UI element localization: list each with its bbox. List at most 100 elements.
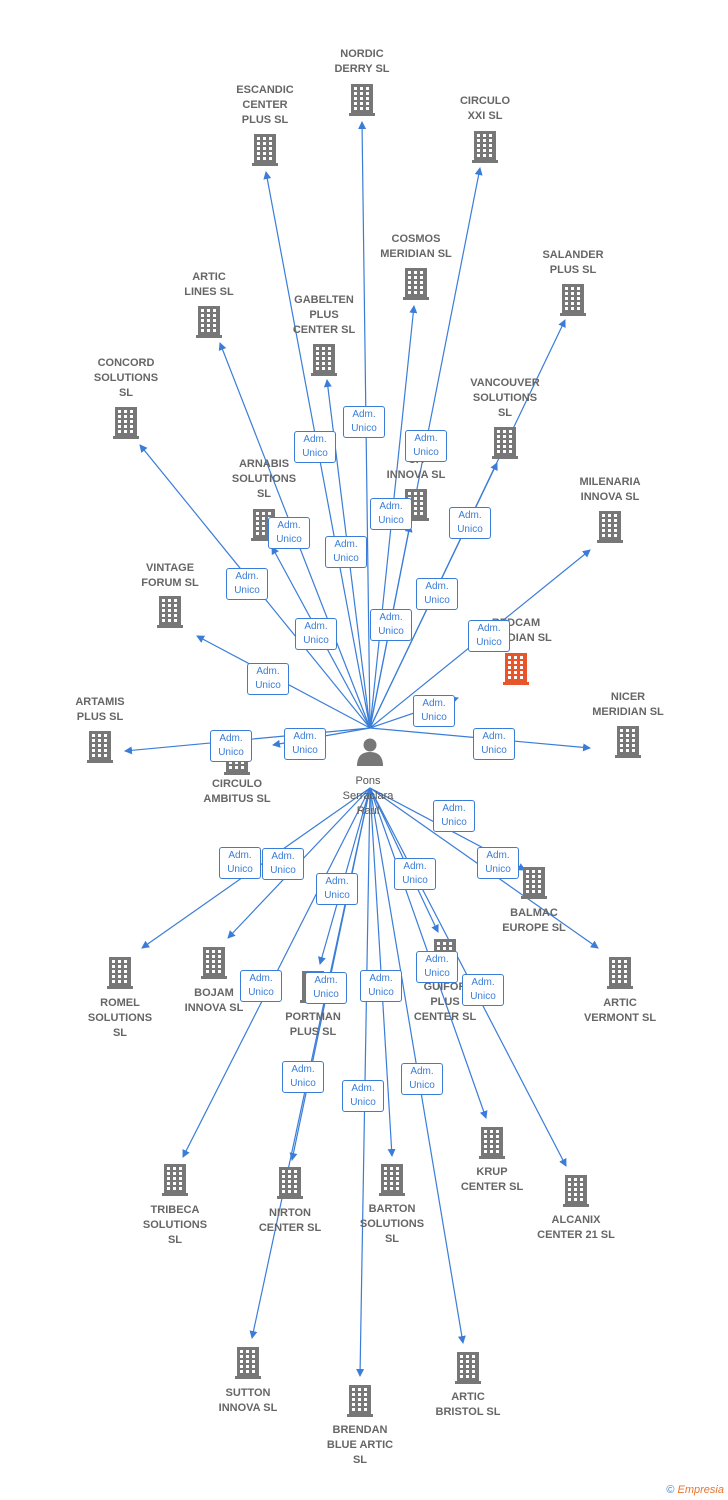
- edge-label-text: Adm.: [219, 733, 243, 744]
- company-label-line: SOLUTIONS: [231, 473, 297, 485]
- company-label-line: ARNABIS: [238, 458, 290, 470]
- building-icon-balmac[interactable]: [521, 867, 547, 899]
- edge-label-circulo-ambitus[interactable]: Adm.Unico: [284, 728, 326, 760]
- edge-label-portman[interactable]: Adm.Unico: [316, 873, 358, 905]
- edge-label-escandic[interactable]: Adm.Unico: [294, 431, 336, 463]
- edge-label-milenaria[interactable]: Adm.Unico: [468, 620, 510, 652]
- edge-label-text: Unico: [324, 890, 350, 901]
- edge-label-text: Unico: [218, 747, 244, 758]
- edge-label-vancouver[interactable]: Adm.Unico: [416, 578, 458, 610]
- building-icon-artic-lines[interactable]: [196, 306, 222, 338]
- edge-label-redcam[interactable]: Adm.Unico: [413, 695, 455, 727]
- edge-label-brendan[interactable]: Adm.Unico: [342, 1080, 384, 1112]
- edge-label-bojam[interactable]: Adm.Unico: [262, 848, 304, 880]
- building-icon-circulo-xxi[interactable]: [472, 131, 498, 163]
- person-icon[interactable]: [357, 738, 383, 767]
- building-icon-artic-vermont[interactable]: [607, 957, 633, 989]
- edge-label-circulo-xxi[interactable]: Adm.Unico: [405, 430, 447, 462]
- building-icon-artamis[interactable]: [87, 731, 113, 763]
- edge-label-text: Adm.: [410, 1066, 434, 1077]
- building-icon-sutton[interactable]: [235, 1347, 261, 1379]
- building-icon-gabelten[interactable]: [311, 344, 337, 376]
- building-icon-romel[interactable]: [107, 957, 133, 989]
- building-icon-barton[interactable]: [379, 1164, 405, 1196]
- building-icon-salander[interactable]: [560, 284, 586, 316]
- building-icon-krup[interactable]: [479, 1127, 505, 1159]
- building-icon-brendan[interactable]: [347, 1385, 373, 1417]
- company-label-line: BARTON: [368, 1203, 416, 1215]
- building-icon-nicer[interactable]: [615, 726, 641, 758]
- edge-label-barton[interactable]: Adm.Unico: [360, 970, 402, 1002]
- building-icon-milenaria[interactable]: [597, 511, 623, 543]
- building-icon-bojam[interactable]: [201, 947, 227, 979]
- edge-label-krup[interactable]: Adm.Unico: [416, 951, 458, 983]
- edge-label-nicer[interactable]: Adm.Unico: [473, 728, 515, 760]
- company-label-line: TRIBECA: [150, 1204, 200, 1216]
- edge-label-balmac[interactable]: Adm.Unico: [433, 800, 475, 832]
- edge-label-artic-bristol[interactable]: Adm.Unico: [401, 1063, 443, 1095]
- edge-label-ca-innova[interactable]: Adm.Unico: [370, 609, 412, 641]
- building-icon-nirton[interactable]: [277, 1167, 303, 1199]
- edge-label-sutton[interactable]: Adm.Unico: [282, 1061, 324, 1093]
- edge-label-nordic[interactable]: Adm.Unico: [343, 406, 385, 438]
- building-icon-vancouver[interactable]: [492, 427, 518, 459]
- edge-label-guifor[interactable]: Adm.Unico: [394, 858, 436, 890]
- edge-label-tribeca[interactable]: Adm.Unico: [240, 970, 282, 1002]
- edge-label-artamis[interactable]: Adm. Unico: [210, 730, 252, 762]
- building-icon-vintage[interactable]: [157, 596, 183, 628]
- edge-label-cosmos[interactable]: Adm.Unico: [370, 498, 412, 530]
- edge-label-alcanix[interactable]: Adm.Unico: [462, 974, 504, 1006]
- edge-label-concord[interactable]: Adm.Unico: [226, 568, 268, 600]
- edge-label-artic-vermont[interactable]: Adm.Unico: [477, 847, 519, 879]
- edge-label-gabelten[interactable]: Adm.Unico: [325, 536, 367, 568]
- building-icon-redcam[interactable]: [503, 653, 529, 685]
- building-icon-escandic[interactable]: [252, 134, 278, 166]
- building-icon-cosmos[interactable]: [403, 268, 429, 300]
- edge-label-salander[interactable]: Adm.Unico: [449, 507, 491, 539]
- edge-label-arnabis[interactable]: Adm.Unico: [295, 618, 337, 650]
- building-icon-tribeca[interactable]: [162, 1164, 188, 1196]
- edge-label-romel[interactable]: Adm.Unico: [219, 847, 261, 879]
- edge-label-nirton[interactable]: Adm.Unico: [305, 972, 347, 1004]
- building-icon-alcanix[interactable]: [563, 1175, 589, 1207]
- edge-label-text: Adm.: [304, 621, 328, 632]
- edge-label-vintage[interactable]: Adm.Unico: [247, 663, 289, 695]
- building-icon-artic-bristol[interactable]: [455, 1352, 481, 1384]
- building-icon-concord[interactable]: [113, 407, 139, 439]
- building-icon-nordic[interactable]: [349, 84, 375, 116]
- edge-label-artic-lines[interactable]: Adm.Unico: [268, 517, 310, 549]
- edge-label-text: Adm.: [235, 571, 259, 582]
- company-label-line: PLUS: [309, 309, 339, 321]
- edge-label-text: Adm.: [442, 803, 466, 814]
